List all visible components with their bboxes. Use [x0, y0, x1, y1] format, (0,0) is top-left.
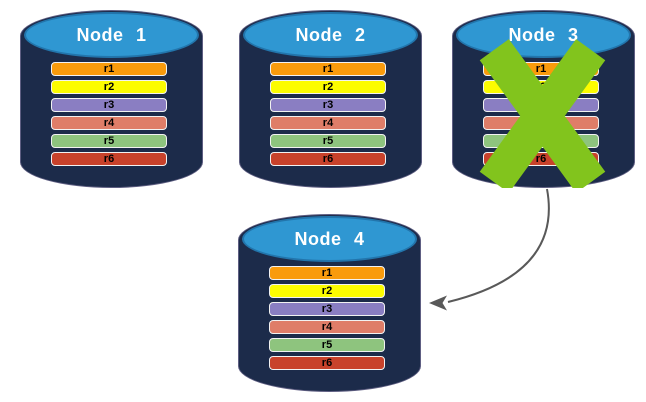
replica-row-r3: r3: [269, 302, 385, 316]
replica-row-r5: r5: [270, 134, 386, 148]
row-stack: r1 r2 r3 r4 r5 r6: [51, 62, 167, 170]
cylinder-top: Node 4: [242, 216, 417, 262]
replica-row-r3: r3: [51, 98, 167, 112]
node-2: Node 2 r1 r2 r3 r4 r5 r6: [239, 10, 422, 188]
node-title: Node 2: [295, 24, 366, 45]
node-title: Node 3: [508, 24, 579, 45]
replica-row-r6: r6: [270, 152, 386, 166]
replica-row-r4: r4: [270, 116, 386, 130]
node-4: Node 4 r1 r2 r3 r4 r5 r6: [238, 214, 421, 392]
replica-row-r2: r2: [269, 284, 385, 298]
node-title: Node 1: [76, 24, 147, 45]
node-3: Node 3 r1 r2 r3 r4 r5 r6: [452, 10, 635, 188]
replica-row-r1: r1: [269, 266, 385, 280]
row-stack: r1 r2 r3 r4 r5 r6: [483, 62, 599, 170]
replica-row-r4: r4: [51, 116, 167, 130]
cylinder-top: Node 3: [456, 12, 631, 58]
replica-row-r5: r5: [483, 134, 599, 148]
node-title: Node 4: [294, 228, 365, 249]
node-1: Node 1 r1 r2 r3 r4 r5 r6: [20, 10, 203, 188]
replica-row-r3: r3: [483, 98, 599, 112]
replica-row-r5: r5: [51, 134, 167, 148]
replica-row-r2: r2: [270, 80, 386, 94]
replica-row-r1: r1: [51, 62, 167, 76]
row-stack: r1 r2 r3 r4 r5 r6: [269, 266, 385, 374]
replica-row-r3: r3: [270, 98, 386, 112]
replica-row-r6: r6: [483, 152, 599, 166]
replica-row-r1: r1: [270, 62, 386, 76]
row-stack: r1 r2 r3 r4 r5 r6: [270, 62, 386, 170]
replica-row-r6: r6: [269, 356, 385, 370]
cylinder-top: Node 2: [243, 12, 418, 58]
replica-row-r6: r6: [51, 152, 167, 166]
cylinder-top: Node 1: [24, 12, 199, 58]
replica-row-r4: r4: [269, 320, 385, 334]
replica-row-r5: r5: [269, 338, 385, 352]
replica-row-r4: r4: [483, 116, 599, 130]
replica-row-r1: r1: [483, 62, 599, 76]
replica-row-r2: r2: [51, 80, 167, 94]
replica-row-r2: r2: [483, 80, 599, 94]
